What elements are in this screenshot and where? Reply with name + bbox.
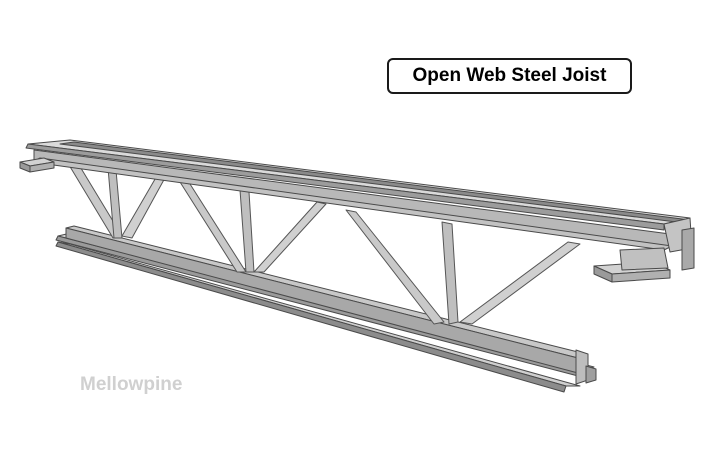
web-diagonal — [121, 173, 167, 239]
web-diagonal — [253, 201, 327, 273]
right-bearing-seat — [593, 247, 671, 283]
bottom-chord — [55, 225, 597, 393]
left-bearing-seat — [19, 157, 55, 173]
top-chord — [25, 139, 695, 271]
diagram-title: Open Web Steel Joist — [387, 58, 632, 94]
web-diagonal — [459, 241, 581, 325]
watermark-text: Mellowpine — [80, 374, 183, 395]
web-vertical — [441, 221, 459, 325]
web-diagonal — [345, 209, 445, 325]
web-vertical — [239, 189, 255, 273]
